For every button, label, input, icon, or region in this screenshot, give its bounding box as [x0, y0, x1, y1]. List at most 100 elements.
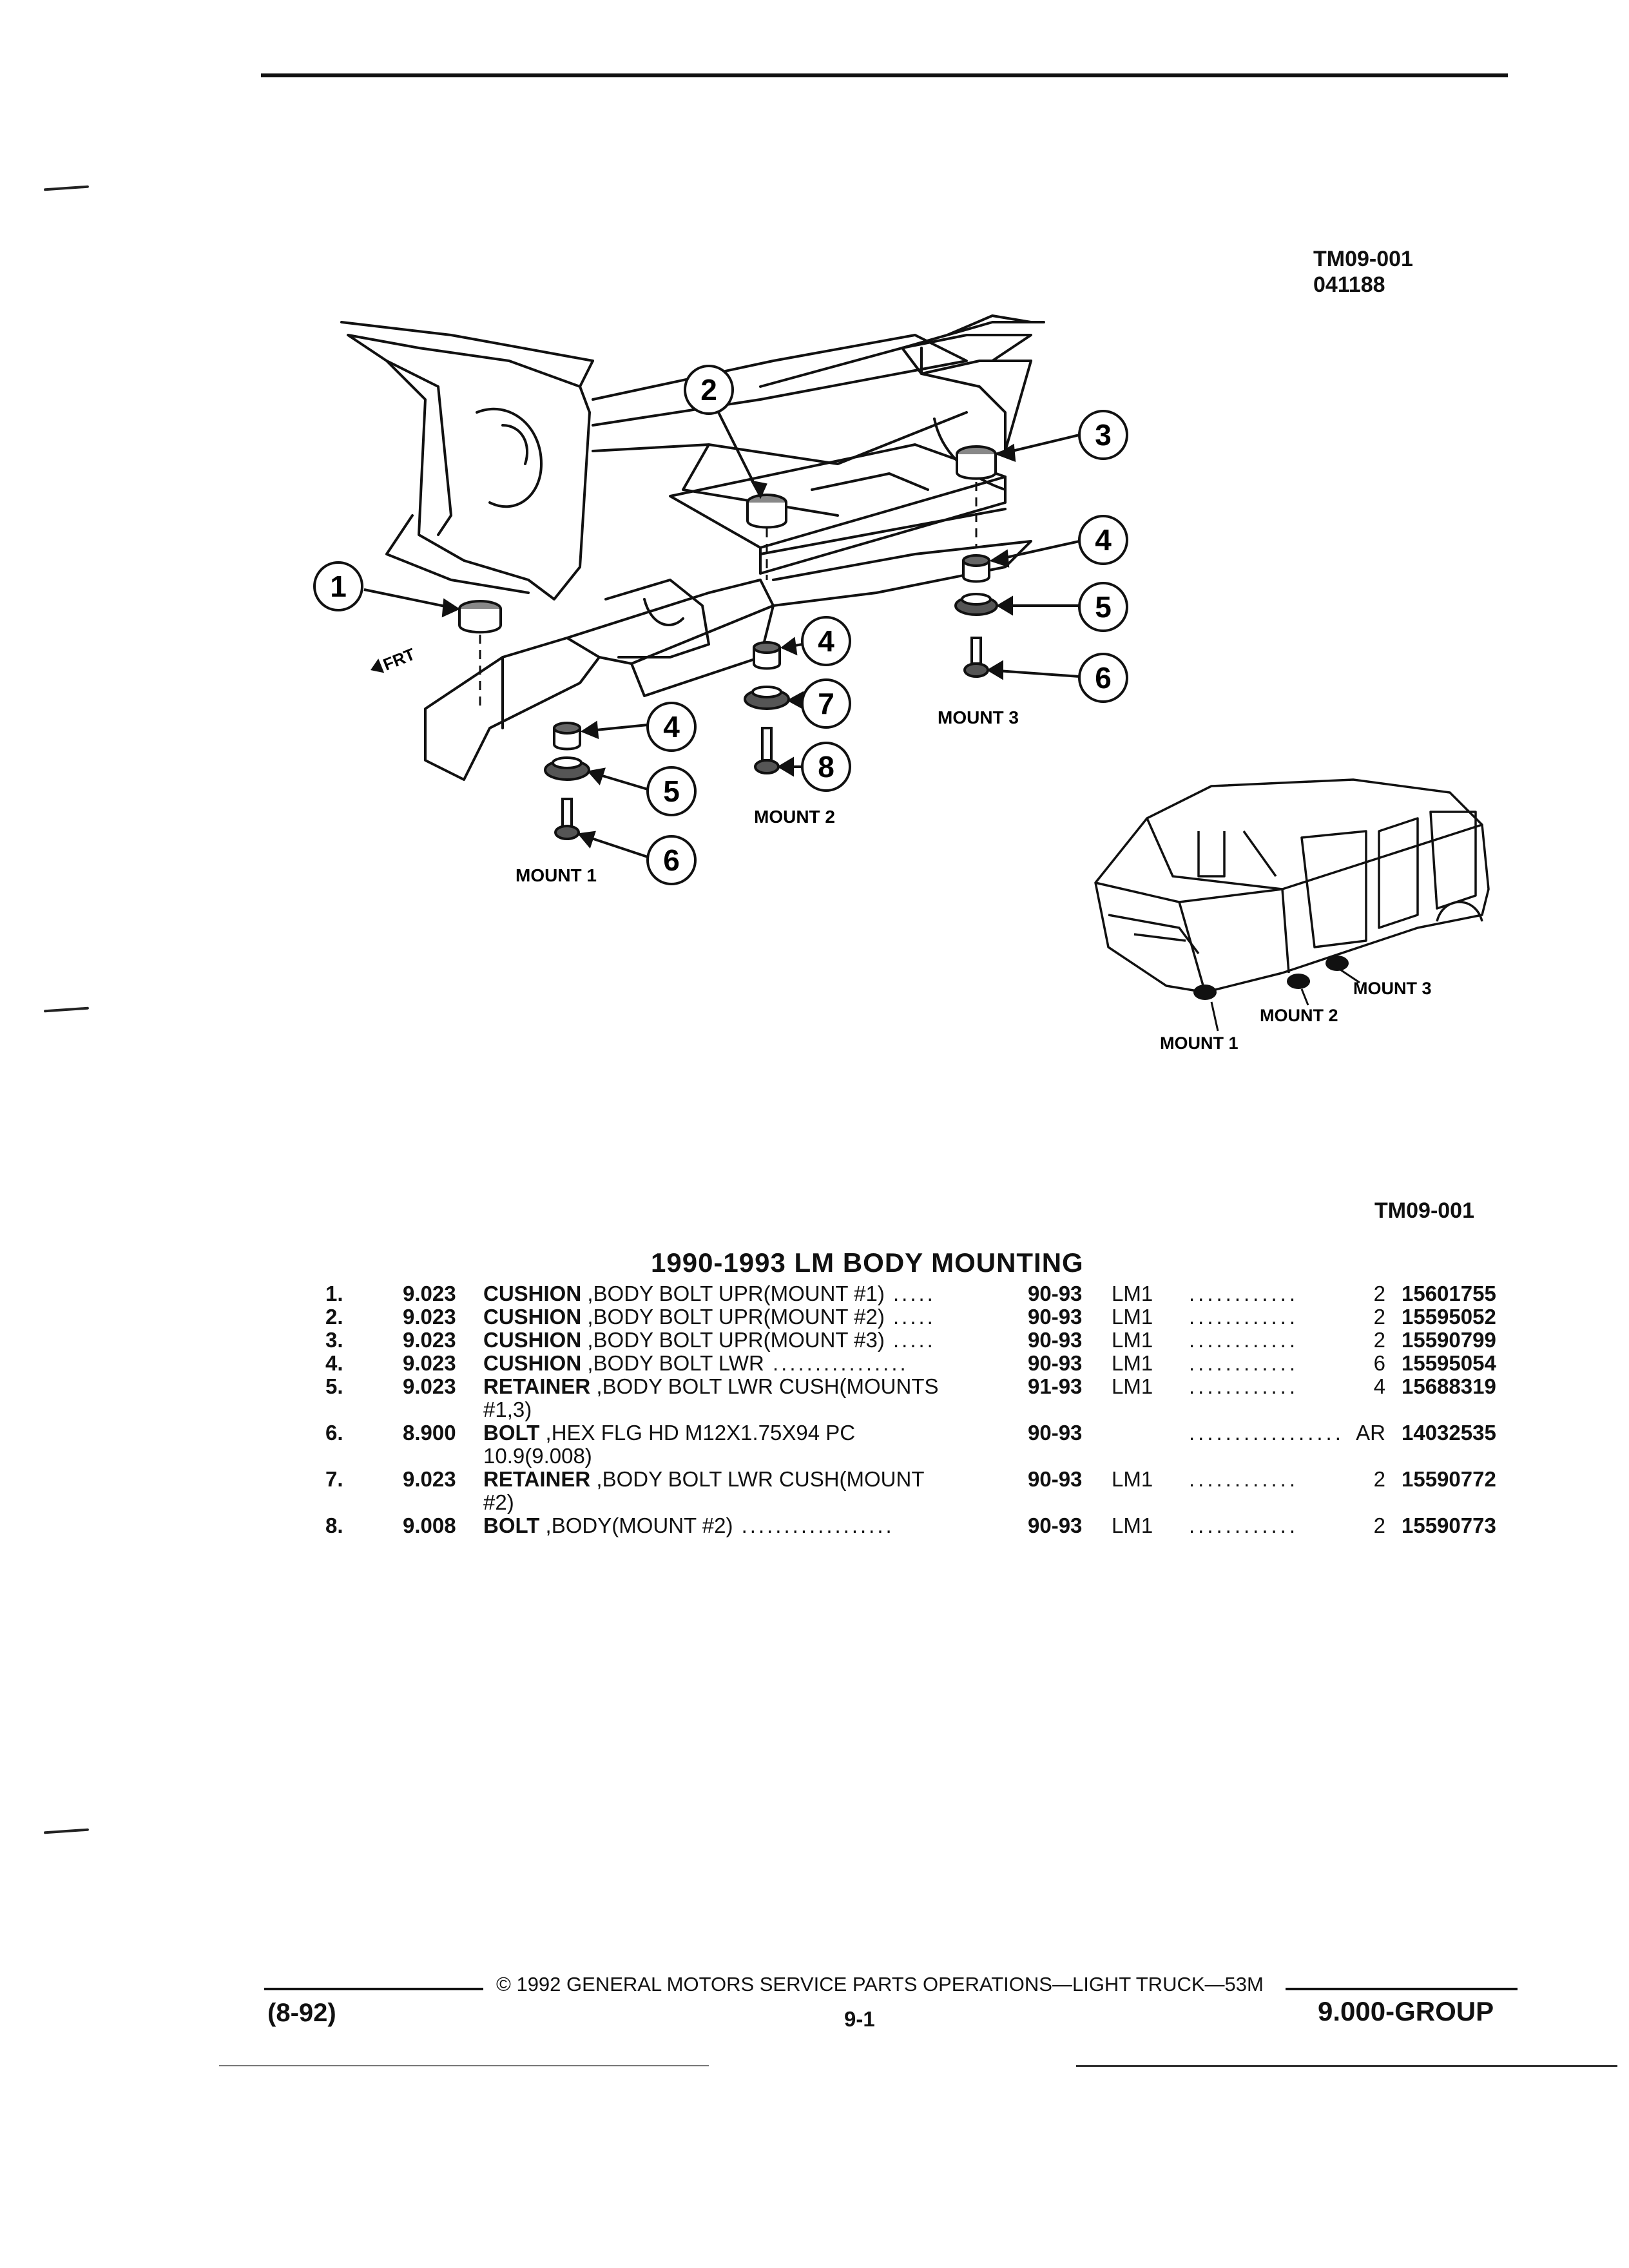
svg-text:5: 5 — [663, 774, 680, 808]
alignment-lines — [479, 482, 978, 712]
callout-4: 4 — [1078, 515, 1128, 565]
part-detail-continued: #2) — [483, 1490, 514, 1514]
model-code: LM1 — [1112, 1282, 1153, 1305]
svg-text:MOUNT 3: MOUNT 3 — [1353, 979, 1432, 998]
part-name: CUSHION — [483, 1328, 582, 1352]
part-detail-continued: 10.9(9.008) — [483, 1444, 592, 1468]
part-detail: ,BODY BOLT UPR(MOUNT #3) — [581, 1328, 885, 1352]
bottom-rule — [1076, 2065, 1617, 2067]
model-years: 90-93 — [1028, 1305, 1083, 1329]
quantity: AR — [1356, 1421, 1385, 1445]
callout-4: 4 — [646, 702, 697, 752]
revision-date: (8-92) — [267, 1999, 336, 2027]
front-marker: FRT — [371, 644, 418, 675]
bottom-rule — [219, 2065, 709, 2066]
leader-dots: ................. — [1189, 1421, 1344, 1445]
quantity: 6 — [1373, 1351, 1385, 1375]
part-name: RETAINER — [483, 1467, 591, 1491]
callout-4: 4 — [801, 616, 851, 666]
quantity: 2 — [1373, 1467, 1385, 1491]
mount-parts — [458, 445, 998, 840]
mount-labels: MOUNT 1 MOUNT 2 MOUNT 3 — [516, 707, 1019, 885]
item-number: 3. — [325, 1328, 343, 1352]
leader-dots: ..... — [884, 1282, 936, 1305]
leader-dots: ............ — [1189, 1282, 1299, 1305]
part-number: 15590772 — [1402, 1467, 1496, 1491]
svg-text:3: 3 — [1095, 418, 1112, 452]
quantity: 4 — [1373, 1374, 1385, 1398]
callout-1: 1 — [313, 561, 363, 611]
part-description: CUSHION ,BODY BOLT UPR(MOUNT #3) ..... — [483, 1329, 999, 1352]
group-label: 9.000-GROUP — [1318, 1996, 1494, 2026]
svg-text:MOUNT 1: MOUNT 1 — [1160, 1033, 1239, 1053]
model-code: LM1 — [1112, 1305, 1153, 1329]
svg-text:MOUNT 2: MOUNT 2 — [1260, 1006, 1338, 1025]
part-number: 15590799 — [1402, 1328, 1496, 1352]
callout-3: 3 — [1078, 410, 1128, 460]
quantity: 2 — [1373, 1514, 1385, 1537]
item-number: 7. — [325, 1467, 343, 1491]
callout-8: 8 — [801, 742, 851, 792]
item-number: 6. — [325, 1421, 343, 1445]
leader-dots: ............ — [1189, 1351, 1299, 1375]
body-mounting-diagram: 1 2 3 4 5 6 4 7 8 4 5 6 FRT MOUNT 1 MOUN… — [313, 314, 1490, 1053]
part-number: 15601755 — [1402, 1282, 1496, 1305]
part-description: CUSHION ,BODY BOLT UPR(MOUNT #1) ..... — [483, 1282, 999, 1305]
model-years: 90-93 — [1028, 1467, 1083, 1491]
part-name: BOLT — [483, 1514, 540, 1537]
top-rule — [261, 73, 1508, 77]
copyright: © 1992 GENERAL MOTORS SERVICE PARTS OPER… — [496, 1973, 1264, 1995]
part-detail: ,BODY BOLT LWR — [581, 1351, 764, 1375]
model-years: 91-93 — [1028, 1374, 1083, 1398]
binding-mark — [43, 1828, 90, 1834]
part-number: 15595052 — [1402, 1305, 1496, 1329]
svg-text:1: 1 — [330, 570, 347, 603]
model-years: 90-93 — [1028, 1514, 1083, 1537]
drawing-id-bottom: TM09-001 — [1374, 1198, 1474, 1223]
drawing-date: 041188 — [1313, 273, 1385, 297]
svg-text:8: 8 — [818, 750, 834, 783]
section-title: 1990-1993 LM BODY MOUNTING — [651, 1247, 1084, 1278]
part-detail: ,BODY(MOUNT #2) — [539, 1514, 733, 1537]
callout-5: 5 — [646, 766, 697, 816]
leader-dots: ............ — [1189, 1305, 1299, 1329]
footer-rule — [1286, 1988, 1518, 1990]
part-name: RETAINER — [483, 1374, 591, 1398]
svg-text:MOUNT 2: MOUNT 2 — [754, 807, 835, 827]
part-description: CUSHION ,BODY BOLT LWR ................ — [483, 1352, 999, 1375]
part-description: CUSHION ,BODY BOLT UPR(MOUNT #2) ..... — [483, 1305, 999, 1329]
inset-leaders — [1210, 968, 1360, 1032]
callout-5: 5 — [1078, 582, 1128, 632]
callout-7: 7 — [801, 678, 851, 729]
leader-arrows — [363, 405, 1080, 858]
svg-text:FRT: FRT — [380, 644, 418, 675]
model-code: LM1 — [1112, 1374, 1153, 1398]
inset-mount-dots — [1193, 956, 1349, 1000]
svg-text:5: 5 — [1095, 590, 1112, 624]
model-years: 90-93 — [1028, 1351, 1083, 1375]
part-name: CUSHION — [483, 1351, 582, 1375]
part-detail-continued: #1,3) — [483, 1398, 532, 1421]
part-name: CUSHION — [483, 1305, 582, 1329]
part-name: CUSHION — [483, 1282, 582, 1305]
part-number: 15595054 — [1402, 1351, 1496, 1375]
leader-dots: ............ — [1189, 1467, 1299, 1491]
group-code: 9.023 — [403, 1282, 456, 1305]
callouts: 1 2 3 4 5 6 4 7 8 4 5 6 — [313, 365, 1128, 885]
model-years: 90-93 — [1028, 1421, 1083, 1445]
group-code: 9.023 — [403, 1305, 456, 1329]
model-code: LM1 — [1112, 1351, 1153, 1375]
quantity: 2 — [1373, 1305, 1385, 1329]
model-years: 90-93 — [1028, 1282, 1083, 1305]
leader-dots: ............ — [1189, 1328, 1299, 1352]
group-code: 9.023 — [403, 1467, 456, 1491]
page-number: 9-1 — [844, 2007, 875, 2031]
inset-mount-labels: MOUNT 1 MOUNT 2 MOUNT 3 — [1160, 979, 1432, 1053]
